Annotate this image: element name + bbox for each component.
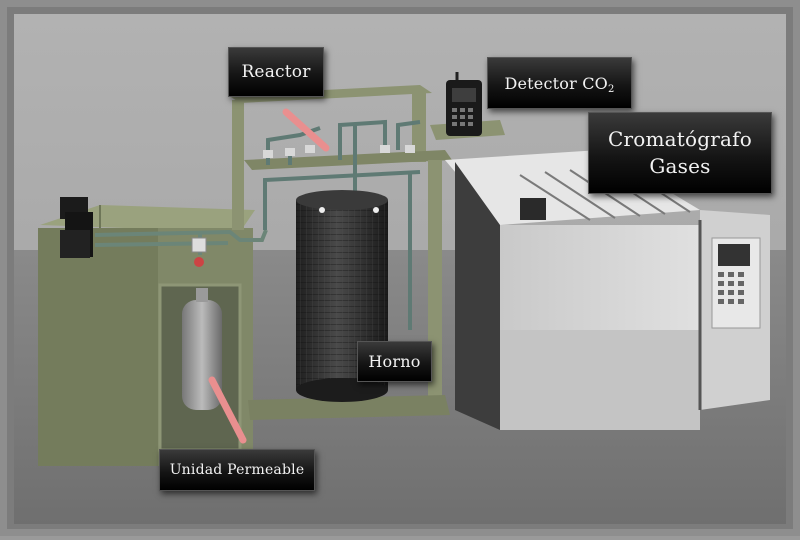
reactor-label: Reactor xyxy=(228,47,324,97)
co2-detector-label: Detector CO2 xyxy=(487,57,632,109)
co2-detector-device xyxy=(430,72,505,140)
co2-detector-label-text: Detector CO2 xyxy=(504,73,615,95)
tubing-fittings xyxy=(263,145,415,158)
chromatograph-label-line1: Cromatógrafo xyxy=(607,127,752,151)
reactor-label-text: Reactor xyxy=(241,62,311,82)
valve xyxy=(191,237,207,267)
oven-label-text: Horno xyxy=(368,352,421,371)
reactor-frame xyxy=(228,85,452,420)
co2-subscript: 2 xyxy=(607,83,615,95)
chromatograph-label: Cromatógrafo Gases xyxy=(588,112,772,194)
permeable-unit-pointer xyxy=(208,376,247,444)
permeable-unit-label: Unidad Permeable xyxy=(159,449,315,491)
permeable-unit-label-text: Unidad Permeable xyxy=(169,462,305,478)
oven-label: Horno xyxy=(357,341,432,382)
gas-chromatograph xyxy=(445,150,770,430)
reactor-pointer xyxy=(282,108,330,152)
chromatograph-label-line2: Gases xyxy=(649,154,711,178)
pointer-arrows xyxy=(208,108,330,444)
pressure-regulators xyxy=(60,197,93,258)
